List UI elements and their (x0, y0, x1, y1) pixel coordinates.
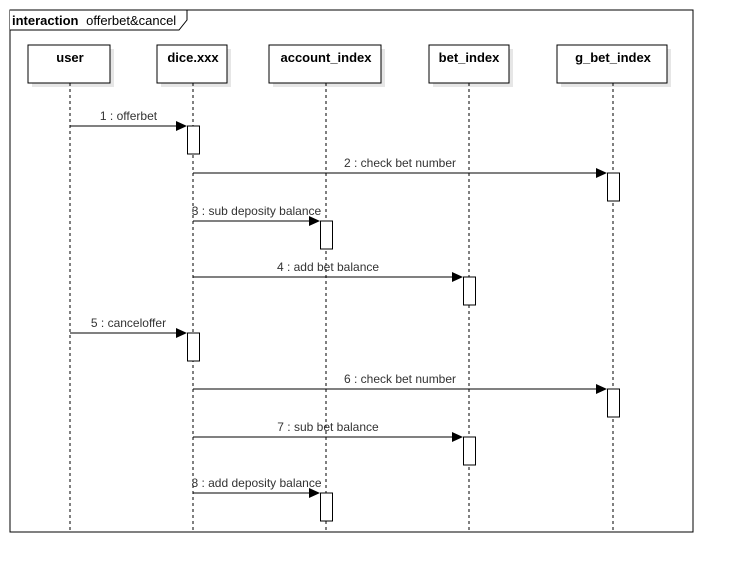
message-3[interactable]: 3 : sub deposity balance (192, 204, 322, 226)
lifeline-user: user (27, 44, 114, 532)
frame-title: interaction offerbet&cancel (12, 13, 176, 28)
message-label: 3 : sub deposity balance (192, 204, 322, 218)
activation-box (607, 172, 620, 202)
lifeline-head[interactable] (27, 44, 111, 84)
arrowhead-icon (596, 168, 607, 178)
interaction-frame: interaction offerbet&cancel (9, 9, 694, 533)
message-label: 2 : check bet number (344, 156, 456, 170)
lifeline-label: dice.xxx (167, 50, 219, 65)
lifeline-head[interactable] (156, 44, 228, 84)
arrowhead-icon (596, 384, 607, 394)
messages: 1 : offerbet 2 : check bet number 3 : sub … (70, 109, 607, 498)
lifeline-label: account_index (280, 50, 372, 65)
message-7[interactable]: 7 : sub bet balance (193, 420, 463, 442)
arrowhead-icon (309, 488, 320, 498)
lifelines: user dice.xxx account_index bet_index g_bet_… (27, 44, 671, 532)
message-label: 1 : offerbet (100, 109, 158, 123)
activation-box (463, 276, 476, 306)
activation-box (320, 220, 333, 250)
arrowhead-icon (176, 121, 187, 131)
activation-box (187, 125, 200, 155)
lifeline-dice: dice.xxx (156, 44, 231, 532)
frame-tab (10, 9, 188, 31)
message-label: 6 : check bet number (344, 372, 456, 386)
arrowhead-icon (452, 272, 463, 282)
message-label: 5 : canceloffer (91, 316, 166, 330)
message-label: 4 : add bet balance (277, 260, 379, 274)
arrowhead-icon (452, 432, 463, 442)
lifeline-gbet: g_bet_index (556, 44, 671, 532)
lifeline-head[interactable] (268, 44, 382, 84)
activation-box (187, 332, 200, 362)
lifeline-account: account_index (268, 44, 385, 532)
message-label: 7 : sub bet balance (277, 420, 379, 434)
lifeline-head[interactable] (556, 44, 668, 84)
message-4[interactable]: 4 : add bet balance (193, 260, 463, 282)
message-label: 8 : add deposity balance (191, 476, 321, 490)
frame-keyword: interaction (12, 13, 79, 28)
frame-name: offerbet&cancel (86, 13, 176, 28)
message-6[interactable]: 6 : check bet number (193, 372, 607, 394)
activation-box (463, 436, 476, 466)
activation-box (320, 492, 333, 522)
lifeline-bet: bet_index (428, 44, 513, 532)
arrowhead-icon (309, 216, 320, 226)
message-5[interactable]: 5 : canceloffer (70, 316, 187, 338)
activation-box (607, 388, 620, 418)
message-2[interactable]: 2 : check bet number (193, 156, 607, 178)
lifeline-label: g_bet_index (575, 50, 652, 65)
frame-border (9, 9, 694, 533)
activations (187, 125, 620, 522)
lifeline-label: user (56, 50, 83, 65)
message-1[interactable]: 1 : offerbet (70, 109, 187, 131)
message-8[interactable]: 8 : add deposity balance (191, 476, 322, 498)
arrowhead-icon (176, 328, 187, 338)
lifeline-label: bet_index (439, 50, 500, 65)
